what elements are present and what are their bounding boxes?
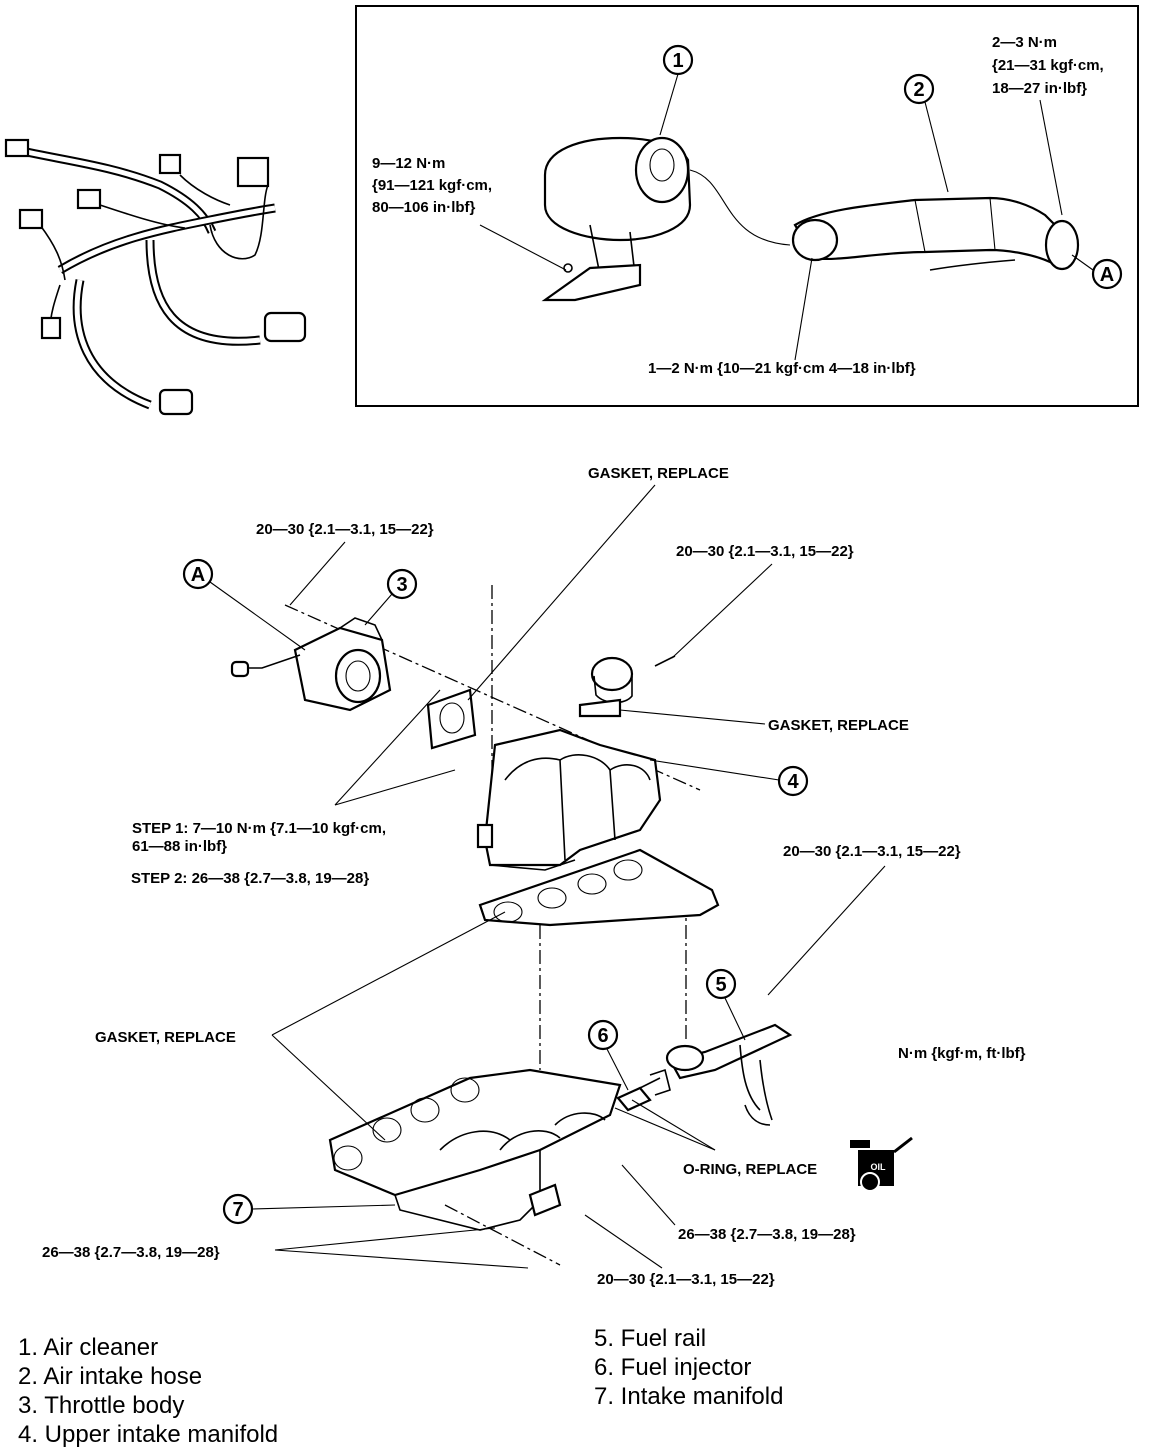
label-torque-lower-right: 26—38 {2.7—3.8, 19—28} (678, 1226, 856, 1243)
legend-item-7: 7. Intake manifold (594, 1383, 784, 1410)
label-gasket-egr: GASKET, REPLACE (768, 717, 909, 734)
callout-a-inset-text: A (1100, 264, 1114, 286)
callout-6-text: 6 (597, 1025, 608, 1047)
air-cleaner-drawing (541, 136, 692, 302)
manifold-gasket-upper (478, 848, 720, 927)
wiring-harness (4, 138, 307, 416)
legend-left: 1. Air cleaner 2. Air intake hose 3. Thr… (18, 1333, 278, 1449)
throttle-gasket (426, 688, 477, 750)
upper-intake-manifold-drawing (476, 728, 662, 871)
label-oring: O-RING, REPLACE (683, 1161, 817, 1178)
label-torque-fuel-rail: 20—30 {2.1—3.1, 15—22} (783, 843, 961, 860)
legend-right: 5. Fuel rail 6. Fuel injector 7. Intake … (594, 1324, 783, 1411)
label-torque-bottom: 20—30 {2.1—3.1, 15—22} (597, 1271, 775, 1288)
torque-hose-clamp-end: 2—3 N·m {21—31 kgf·cm, 18—27 in·lbf} (992, 34, 1108, 97)
callout-5 (705, 968, 737, 1000)
legend-item-1: 1. Air cleaner (18, 1334, 159, 1361)
label-step2: STEP 2: 26—38 {2.7—3.8, 19—28} (131, 870, 369, 887)
label-torque-throttle: 20—30 {2.1—3.1, 15—22} (256, 521, 434, 538)
callout-a-main-text: A (191, 564, 205, 586)
label-torque-egr: 20—30 {2.1—3.1, 15—22} (676, 543, 854, 560)
callout-2 (903, 73, 935, 105)
intake-manifold-drawing (328, 1068, 622, 1231)
callout-3-text: 3 (396, 574, 407, 596)
fuel-injector-drawing (616, 1068, 671, 1112)
callout-7-text: 7 (232, 1199, 243, 1221)
egr-valve-drawing (578, 655, 676, 718)
torque-hose-clamp-mid: 1—2 N·m {10—21 kgf·cm 4—18 in·lbf} (648, 360, 916, 377)
callout-6 (587, 1019, 619, 1051)
callout-4 (777, 765, 809, 797)
callout-5-text: 5 (715, 974, 726, 996)
oil-can-icon: OIL (850, 1136, 913, 1192)
callout-1-text: 1 (672, 50, 683, 72)
callout-a-main (182, 558, 214, 590)
fuel-rail-drawing (665, 1023, 793, 1126)
legend-item-6: 6. Fuel injector (594, 1354, 752, 1381)
torque-air-cleaner: 9—12 N·m {91—121 kgf·cm, 80—106 in·lbf} (372, 155, 496, 216)
callout-2-text: 2 (913, 79, 924, 101)
callout-3 (386, 568, 418, 600)
oil-icon-text: OIL (871, 1162, 887, 1172)
label-units: N·m {kgf·m, ft·lbf} (898, 1045, 1026, 1062)
callout-4-text: 4 (787, 771, 799, 793)
legend-item-5: 5. Fuel rail (594, 1325, 707, 1352)
legend-item-2: 2. Air intake hose (18, 1363, 203, 1390)
throttle-body-drawing (230, 617, 392, 712)
callout-a-inset (1091, 258, 1123, 290)
legend-item-3: 3. Throttle body (18, 1392, 185, 1419)
air-intake-hose-drawing (791, 196, 1080, 271)
label-torque-lower-left: 26—38 {2.7—3.8, 19—28} (42, 1244, 220, 1261)
label-gasket-lower: GASKET, REPLACE (95, 1029, 236, 1046)
legend-item-4: 4. Upper intake manifold (18, 1421, 279, 1448)
label-step1: STEP 1: 7—10 N·m {7.1—10 kgf·cm, 61—88 i… (132, 820, 390, 855)
inset-air-intake: 1 2 A 9—12 N·m {91—121 kgf·cm, 80—106 in… (355, 5, 1139, 407)
label-gasket-top: GASKET, REPLACE (588, 465, 729, 482)
